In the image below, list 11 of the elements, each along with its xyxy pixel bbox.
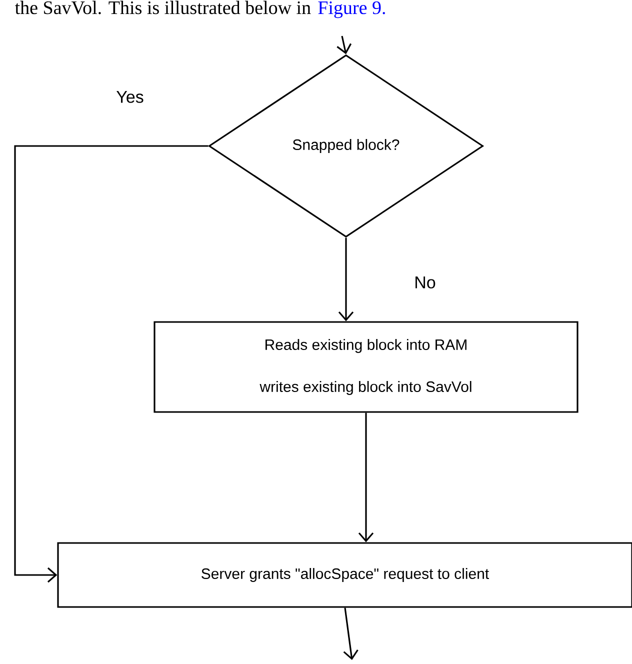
arrow — [338, 238, 354, 322]
edge-label: Yes — [115, 90, 145, 104]
arrow — [14, 145, 208, 583]
figure-link: Figure 9. — [318, 1, 385, 18]
arrow — [358, 412, 374, 542]
edge-label: No — [413, 276, 437, 290]
process-box: Server grants "allocSpace" request to client — [57, 542, 632, 608]
process-box: Reads existing block into RAM writes existing block into SavVol — [154, 321, 578, 413]
arrow — [343, 608, 358, 660]
body-text: the SavVol. This is illustrated below in — [15, 0, 311, 14]
arrow — [336, 36, 352, 54]
